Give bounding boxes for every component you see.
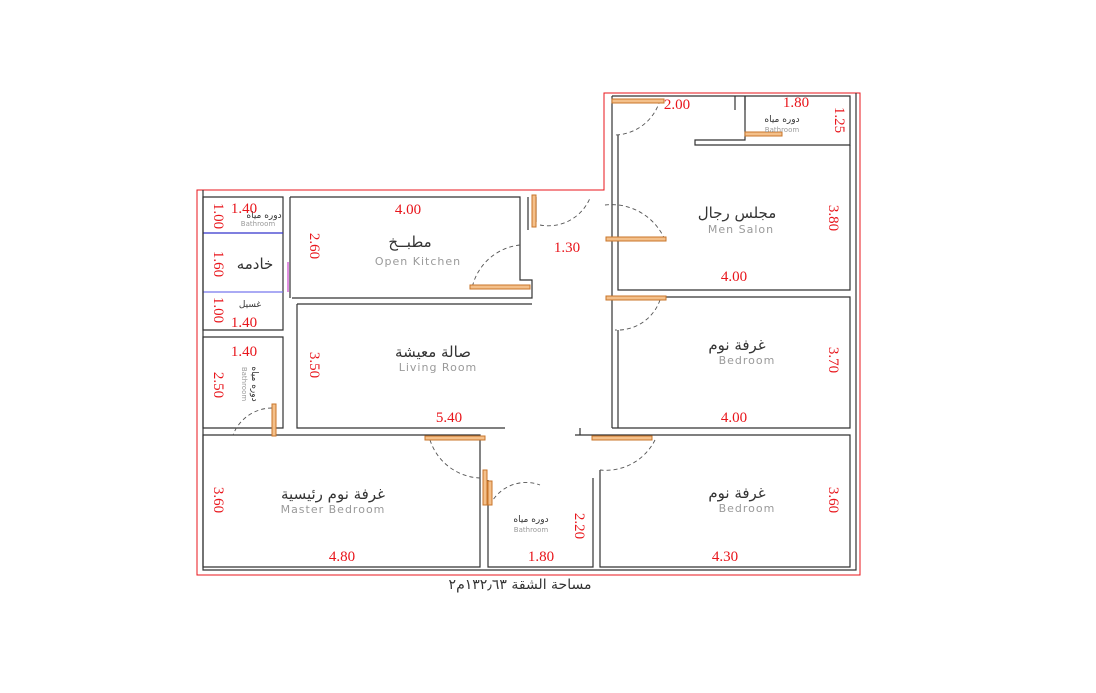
dim-top-bath-h: 1.25 — [831, 107, 847, 133]
dim-master-w: 4.80 — [329, 549, 355, 565]
dim-salon-h: 3.80 — [825, 205, 841, 231]
bedroom2-en: Bedroom — [719, 502, 776, 515]
bath-bottom-en: Bathroom — [514, 526, 549, 534]
dim-bath-bottom-w: 1.80 — [528, 549, 554, 565]
dim-bedroom2-h: 3.60 — [825, 487, 841, 513]
bath-left-en: Bathroom — [240, 367, 248, 402]
men-salon-ar: مجلس رجال — [698, 204, 777, 222]
dim-left-bath-h: 2.50 — [210, 372, 226, 398]
dim-bedroom1-h: 3.70 — [825, 347, 841, 373]
apartment-boundary — [196, 92, 861, 576]
men-salon-en: Men Salon — [708, 223, 774, 236]
room-labels: دوره مياه Bathroom مجلس رجال Men Salon م… — [237, 115, 800, 534]
doors — [271, 98, 783, 506]
dim-corridor: 1.30 — [554, 240, 580, 256]
dim-living-w: 5.40 — [436, 410, 462, 426]
dim-maid-h: 1.60 — [210, 251, 226, 277]
bath-top-en: Bathroom — [765, 126, 800, 134]
maid-bath-ar: دوره مياه — [246, 211, 281, 221]
maid-bath-en: Bathroom — [241, 220, 276, 228]
dim-master-h: 3.60 — [210, 487, 226, 513]
dim-laundry-w: 1.40 — [231, 315, 257, 331]
door-swings — [232, 99, 666, 506]
dim-left-bath-w: 1.40 — [231, 344, 257, 360]
maid-ar: خادمه — [237, 255, 274, 273]
kitchen-en: Open Kitchen — [375, 255, 461, 268]
dim-top-door: 2.00 — [664, 97, 690, 113]
dim-maid-bath-h: 1.00 — [210, 203, 226, 229]
dim-kitchen-w: 4.00 — [395, 202, 421, 218]
bath-left-ar: دوره مياه — [249, 366, 259, 401]
bedroom1-en: Bedroom — [719, 354, 776, 367]
dim-bedroom2-w: 4.30 — [712, 549, 738, 565]
dim-bedroom1-w: 4.00 — [721, 410, 747, 426]
living-ar: صالة معيشة — [395, 343, 471, 361]
laundry-ar: غسيل — [239, 300, 262, 310]
dim-living-h: 3.50 — [306, 352, 322, 378]
bedroom2-ar: غرفة نوم — [708, 484, 765, 502]
kitchen-ar: مطبــخ — [388, 233, 431, 251]
dim-laundry-h: 1.00 — [210, 297, 226, 323]
bath-bottom-ar: دوره مياه — [513, 515, 548, 525]
living-en: Living Room — [399, 361, 478, 374]
bath-top-ar: دوره مياه — [764, 115, 799, 125]
master-en: Master Bedroom — [281, 503, 386, 516]
walls — [202, 93, 857, 571]
dim-salon-w: 4.00 — [721, 269, 747, 285]
dimension-labels: 2.00 1.80 1.25 3.80 4.00 4.00 2.60 1.30 … — [210, 95, 847, 565]
bedroom1-ar: غرفة نوم — [708, 336, 765, 354]
dim-top-bath-w: 1.80 — [783, 95, 809, 111]
dim-maid-bath-w: 1.40 — [231, 201, 257, 217]
dim-bath-bottom-h: 2.20 — [571, 513, 587, 539]
master-ar: غرفة نوم رئيسية — [281, 485, 385, 503]
dim-kitchen-h: 2.60 — [306, 233, 322, 259]
area-caption: مساحة الشقة ١٣٢٫٦٣م٢ — [449, 577, 592, 593]
